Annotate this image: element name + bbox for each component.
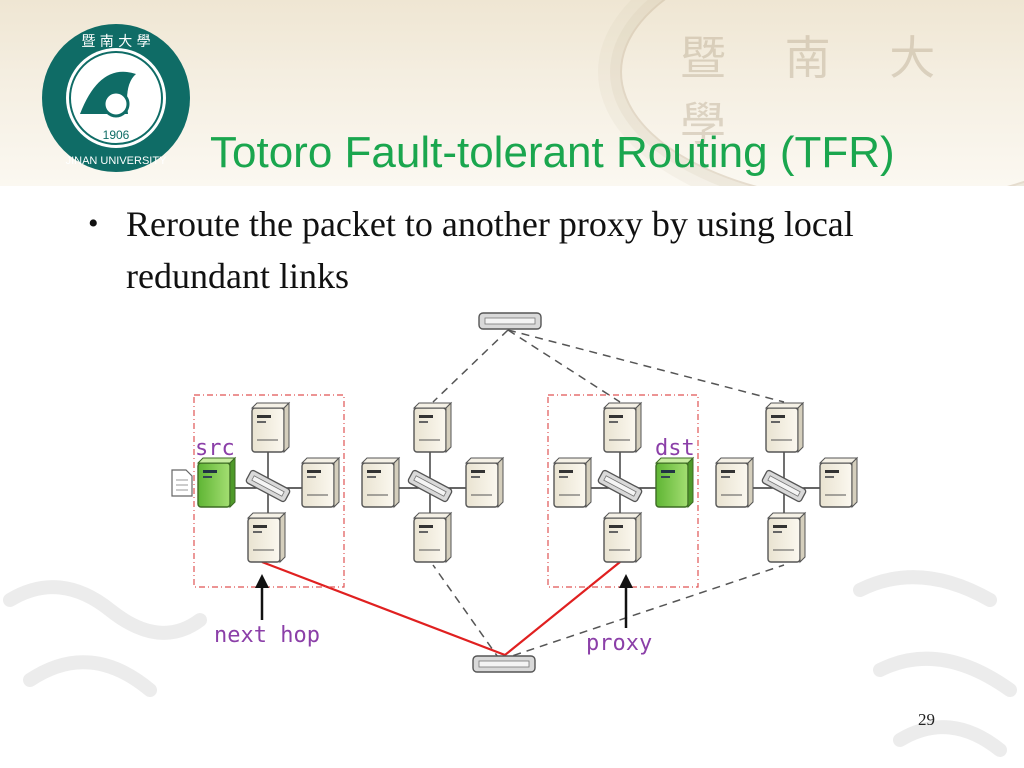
src-server — [197, 457, 236, 508]
dst-label: dst — [655, 436, 695, 461]
server — [715, 457, 754, 508]
server — [251, 402, 290, 453]
proxy-arrow — [619, 574, 633, 628]
bullet-item: Reroute the packet to another proxy by u… — [88, 198, 988, 302]
server — [413, 512, 452, 563]
next-hop-arrow — [255, 574, 269, 620]
server — [767, 512, 806, 563]
core-switch-bottom — [472, 655, 536, 673]
university-logo: 1906 暨 南 大 學 JINAN UNIVERSITY — [42, 24, 190, 172]
src-label: src — [195, 436, 235, 461]
dst-server — [655, 457, 694, 508]
next-hop-server — [247, 512, 286, 563]
page-number: 29 — [918, 710, 935, 729]
core-switch-top — [478, 312, 542, 330]
server — [603, 402, 642, 453]
background-decoration — [3, 570, 1017, 757]
svg-text:暨 南 大 學: 暨 南 大 學 — [81, 34, 150, 50]
server — [465, 457, 504, 508]
network-diagram: src dst next hop proxy — [171, 312, 858, 673]
proxy-server — [603, 512, 642, 563]
server — [765, 402, 804, 453]
reroute-path — [261, 560, 621, 657]
server — [413, 402, 452, 453]
logo-text: JINAN UNIVERSITY — [66, 155, 168, 167]
server — [361, 457, 400, 508]
bullet-list: Reroute the packet to another proxy by u… — [88, 198, 988, 302]
src-group-box — [193, 394, 345, 588]
packet-document-icon — [171, 469, 193, 497]
next-hop-label: next hop — [214, 623, 320, 648]
server — [301, 457, 340, 508]
server — [553, 457, 592, 508]
proxy-label: proxy — [586, 631, 652, 656]
slide-title: Totoro Fault-tolerant Routing (TFR) — [210, 128, 895, 177]
watermark-seal: 暨 南 大 學 — [680, 31, 958, 151]
logo-year: 1906 — [103, 128, 130, 142]
dashed-links — [432, 329, 785, 661]
server — [819, 457, 858, 508]
